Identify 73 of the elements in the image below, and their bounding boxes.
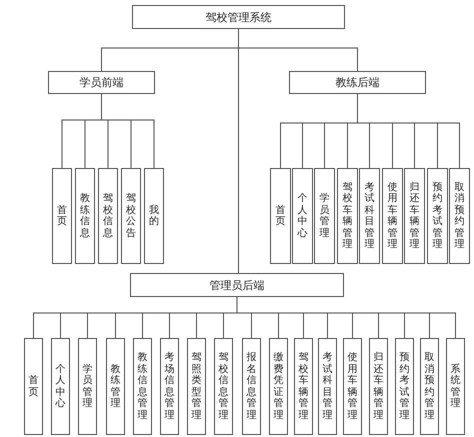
module-label: 学员前端 (80, 75, 124, 90)
module-box (337, 168, 358, 264)
module-label: 驾校车辆管理 (298, 352, 308, 421)
module-box (294, 338, 313, 435)
module-label: 取消预约管理 (454, 182, 464, 250)
module-label: 教练管理 (110, 364, 120, 410)
category-box (289, 71, 426, 94)
module-label: 驾校信息管理 (218, 352, 228, 421)
module-label: 预约考试管理 (400, 352, 410, 421)
module-label: 报名信息管理 (246, 352, 256, 421)
module-label: 归还车辆管理 (410, 182, 420, 250)
module-box (449, 168, 470, 264)
module-label: 考试科目管理 (364, 182, 374, 250)
module-box (395, 338, 414, 435)
module-label: 使用车辆管理 (348, 352, 358, 421)
module-label: 首页 (28, 375, 38, 398)
module-box (75, 168, 95, 264)
module-box (369, 338, 388, 435)
module-label: 系统管理 (450, 364, 460, 410)
module-label: 考试科目管理 (322, 352, 332, 421)
module-box (242, 338, 261, 435)
module-box (51, 338, 70, 435)
module-box (404, 168, 425, 264)
module-box (24, 338, 43, 435)
module-box (427, 168, 448, 264)
module-label: 缴费凭证管理 (274, 352, 284, 421)
module-label: 学员管理 (82, 364, 92, 410)
category-box (48, 71, 155, 94)
module-label: 取消预约管理 (424, 352, 434, 421)
module-box (382, 168, 403, 264)
module-label: 首页 (276, 204, 286, 228)
module-box (214, 338, 233, 435)
module-label: 驾校车辆管理 (342, 182, 352, 250)
module-box (78, 338, 97, 435)
module-label: 驾校信息 (103, 193, 113, 239)
module-box (343, 338, 362, 435)
module-label: 首页 (57, 204, 67, 228)
module-box (314, 168, 335, 264)
module-box (133, 338, 152, 435)
connector-line (357, 94, 460, 168)
module-box (187, 338, 206, 435)
connector-line (238, 28, 239, 274)
module-label: 教练信息管理 (138, 352, 148, 421)
module-box (98, 168, 118, 264)
category-box (130, 273, 344, 297)
module-label: 个人中心 (298, 193, 308, 239)
category-box (132, 5, 345, 29)
module-box (106, 338, 125, 435)
module-box (144, 168, 164, 264)
module-label: 学员管理 (320, 193, 330, 239)
module-label: 教练后端 (336, 75, 380, 90)
module-label: 归还车辆管理 (374, 352, 384, 421)
module-box (269, 338, 288, 435)
module-label: 管理员后端 (210, 278, 264, 292)
module-box (270, 168, 291, 264)
module-label: 预约考试管理 (432, 182, 442, 250)
module-box (359, 168, 380, 264)
module-label: 使用车辆管理 (388, 182, 398, 250)
module-label: 我的 (149, 204, 159, 228)
module-box (52, 168, 72, 264)
module-box (420, 338, 439, 435)
module-box (160, 338, 179, 435)
module-box (121, 168, 141, 264)
module-box (446, 338, 465, 435)
module-box (292, 168, 313, 264)
module-label: 教练信息 (80, 193, 90, 239)
module-label: 个人中心 (56, 364, 66, 410)
module-label: 考场信息管理 (164, 352, 174, 421)
module-label: 驾照类型管理 (192, 352, 202, 421)
connector-line (101, 94, 154, 168)
module-box (318, 338, 337, 435)
module-label: 驾校公告 (126, 193, 136, 239)
module-label: 驾校管理系统 (206, 10, 272, 24)
